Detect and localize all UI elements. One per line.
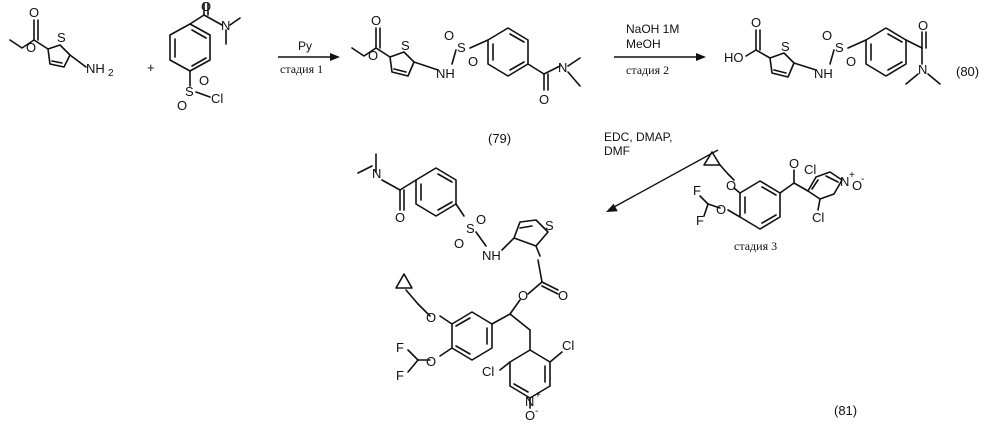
- carbonyl-oxygen-label: O: [371, 13, 381, 28]
- alcohol-reagent: O O F F O Cl N + O - Cl: [693, 152, 864, 229]
- thiophene-sulfur-label: S: [401, 38, 410, 53]
- stage-3-label: стадия 3: [734, 239, 777, 253]
- amide-oxygen-label: O: [539, 92, 549, 107]
- fluorine-label: F: [396, 368, 404, 383]
- reactant-aminothiophene-ester: O O S NH 2: [10, 5, 114, 79]
- reaction-arrow-3: EDC, DMAP, DMF: [604, 130, 718, 212]
- acid-carbonyl-oxygen-label: O: [751, 15, 761, 30]
- sulfonyl-oxygen-label: O: [199, 73, 209, 88]
- reaction-arrow-1: Py стадия 1: [278, 39, 340, 76]
- chlorine-label: Cl: [211, 91, 223, 106]
- sulfonyl-sulfur-label: S: [185, 84, 194, 99]
- sulfonamide-nh-label: NH: [814, 66, 833, 81]
- fluorine-label: F: [396, 340, 404, 355]
- amide-nitrogen-label: N: [918, 62, 927, 77]
- amide-oxygen-label: O: [918, 18, 928, 33]
- compound-80-label: (80): [956, 64, 979, 79]
- amide-nitrogen-label: N: [221, 18, 230, 33]
- sulfonyl-oxygen-label: O: [846, 54, 856, 69]
- compound-79: O O S NH S O O O N: [352, 13, 580, 107]
- ester-oxygen-label: O: [518, 288, 528, 303]
- amide-oxygen-label: O: [201, 0, 211, 14]
- sulfonyl-sulfur-label: S: [466, 221, 475, 236]
- ether-oxygen-label: O: [426, 310, 436, 325]
- sulfonamide-nh-label: NH: [482, 248, 501, 263]
- sulfonyl-oxygen-label: O: [468, 54, 478, 69]
- thiophene-sulfur-label: S: [781, 39, 790, 54]
- ester-carbonyl-oxygen-label: O: [558, 288, 568, 303]
- carbonyl-oxygen-label: O: [29, 5, 39, 20]
- pyridine-reagent: Py: [298, 39, 312, 53]
- compound-81: N O S O O NH S O O O O F F Cl Cl N + O -: [358, 154, 574, 423]
- sulfonyl-sulfur-label: S: [835, 40, 844, 55]
- sulfonyl-oxygen-label: O: [177, 98, 187, 113]
- sulfonyl-sulfur-label: S: [457, 40, 466, 55]
- ester-oxygen-label: O: [368, 48, 378, 63]
- chlorine-label: Cl: [482, 364, 494, 379]
- reactant-sulfonyl-chloride: O N S O O Cl: [170, 0, 240, 113]
- sulfonyl-oxygen-label: O: [822, 28, 832, 43]
- n-oxide-nitrogen-label: N: [525, 394, 534, 409]
- chlorine-label: Cl: [562, 338, 574, 353]
- chlorine-label: Cl: [804, 162, 816, 177]
- reaction-arrow-2: NaOH 1M MeOH стадия 2: [614, 22, 706, 77]
- stage-2-label: стадия 2: [626, 63, 669, 77]
- ester-oxygen-label: O: [26, 40, 36, 55]
- sulfonyl-oxygen-label: O: [444, 28, 454, 43]
- ether-oxygen-label: O: [426, 354, 436, 369]
- amine-label: NH: [86, 61, 105, 76]
- n-oxide-minus: -: [861, 174, 864, 185]
- naoh-reagent: NaOH 1M: [626, 22, 679, 36]
- fluorine-label: F: [696, 213, 704, 228]
- compound-80: HO O S NH S O O O N: [724, 15, 940, 84]
- ether-oxygen-label: O: [716, 202, 726, 217]
- dmf-reagent: DMF: [604, 144, 630, 158]
- plus-sign: +: [147, 60, 155, 75]
- meoh-reagent: MeOH: [626, 37, 661, 51]
- thiophene-sulfur-label: S: [545, 218, 554, 233]
- n-oxide-minus: -: [535, 406, 538, 417]
- compound-81-label: (81): [834, 403, 857, 418]
- amine-subscript: 2: [108, 68, 114, 79]
- edc-dmap-reagent: EDC, DMAP,: [604, 130, 672, 144]
- sulfonyl-oxygen-label: O: [454, 236, 464, 251]
- stage-1-label: стадия 1: [280, 62, 323, 76]
- amide-nitrogen-label: N: [372, 166, 381, 181]
- compound-79-label: (79): [488, 131, 511, 146]
- carboxylic-acid-label: HO: [724, 50, 744, 65]
- chlorine-label: Cl: [812, 210, 824, 225]
- n-oxide-plus: +: [535, 390, 541, 401]
- sulfonamide-nh-label: NH: [436, 66, 455, 81]
- ether-oxygen-label: O: [726, 178, 736, 193]
- amide-oxygen-label: O: [395, 210, 405, 225]
- amide-nitrogen-label: N: [558, 60, 567, 75]
- n-oxide-nitrogen-label: N: [840, 174, 849, 189]
- fluorine-label: F: [693, 183, 701, 198]
- n-oxide-oxygen-label: O: [525, 408, 535, 423]
- thiophene-sulfur-label: S: [57, 30, 66, 45]
- sulfonyl-oxygen-label: O: [476, 212, 486, 227]
- hydroxyl-oxygen-label: O: [789, 156, 799, 171]
